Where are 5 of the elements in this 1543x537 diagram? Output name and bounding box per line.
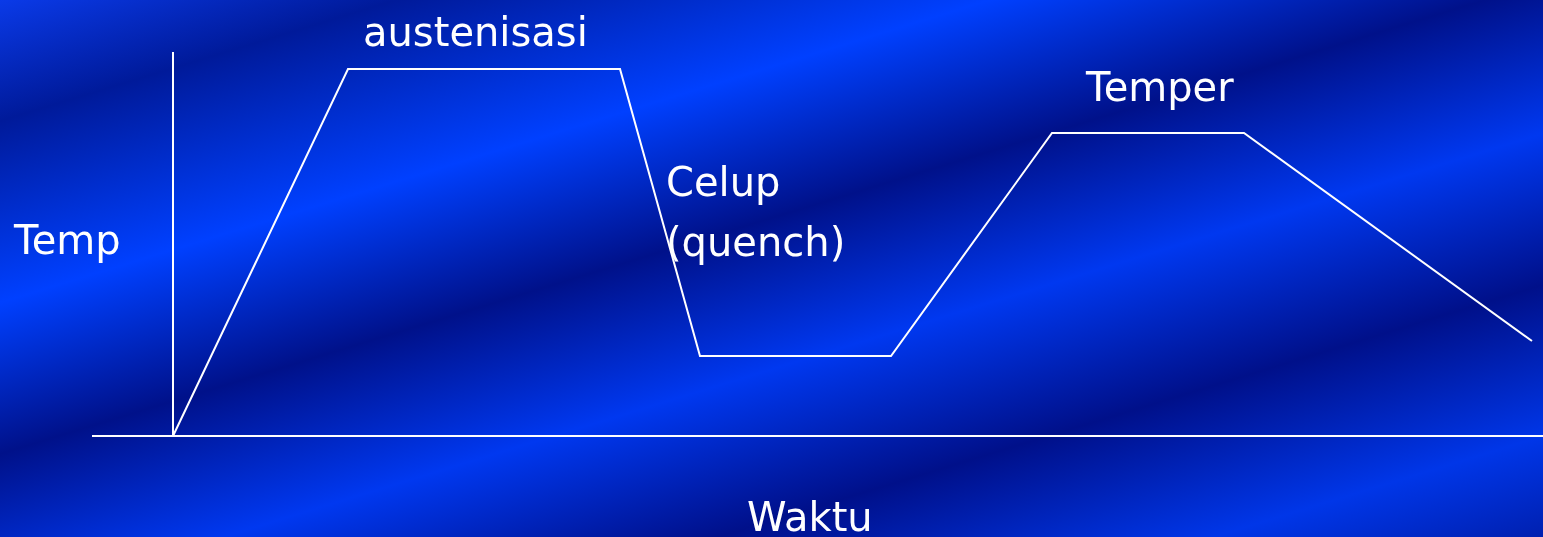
label: Waktu <box>747 493 873 537</box>
label: Temper <box>1086 63 1234 112</box>
label: Celup (quench) <box>666 158 847 267</box>
label: austenisasi <box>363 8 588 57</box>
label: Temp <box>14 216 121 265</box>
